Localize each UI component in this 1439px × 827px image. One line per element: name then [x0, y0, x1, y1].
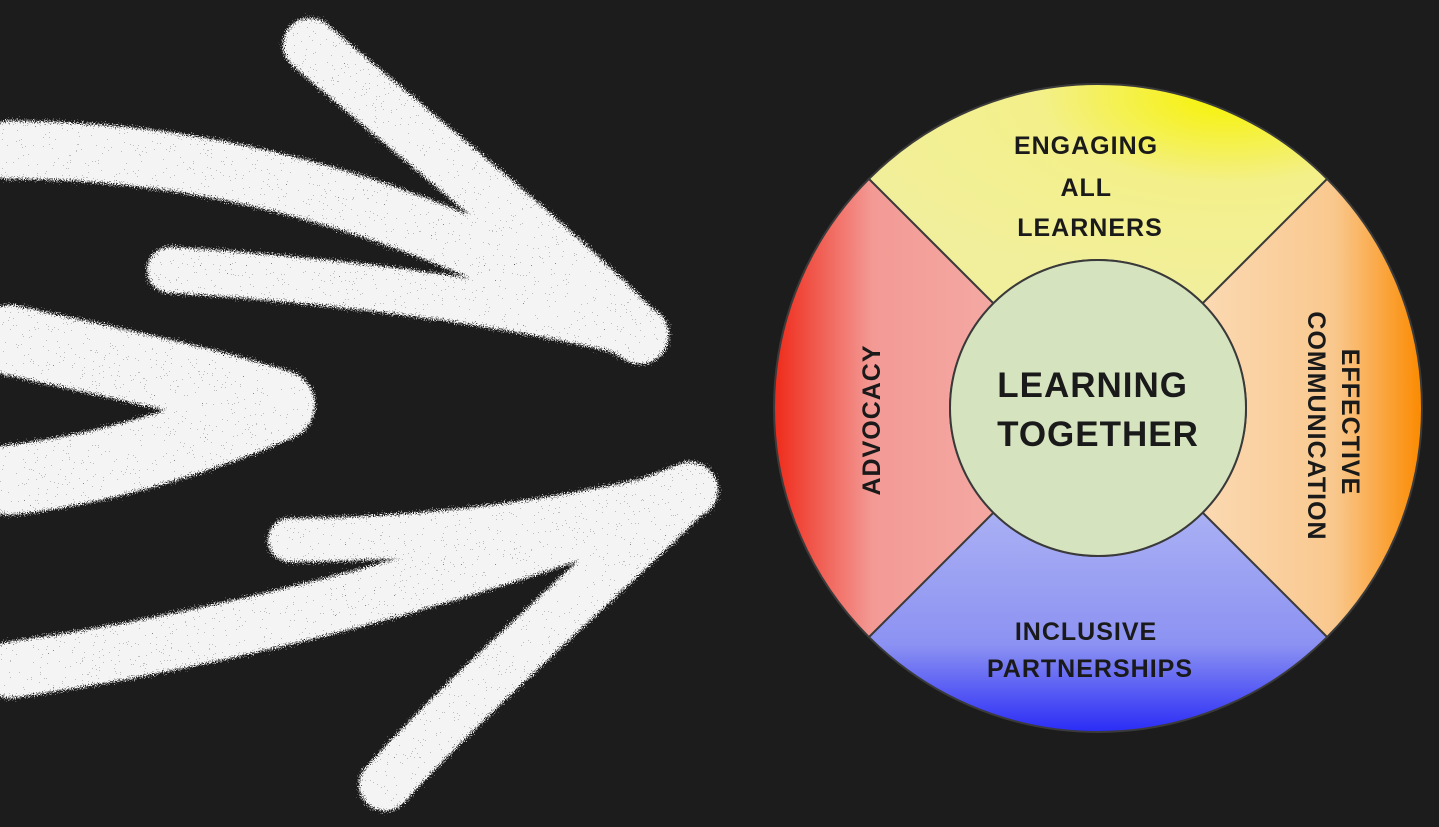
center-label-line-1: LEARNING [997, 366, 1188, 405]
label-top: ENGAGING ALL LEARNERS [1014, 132, 1166, 242]
label-left: ADVOCACY [858, 344, 886, 495]
chalk-arrows-illustration [0, 18, 718, 811]
label-top-line-3: LEARNERS [1017, 214, 1163, 242]
chalk-stroke-upper-head-top [283, 18, 667, 362]
learning-wheel: ENGAGING ALL LEARNERS INCLUSIVE PARTNERS… [772, 83, 1423, 733]
label-bottom: INCLUSIVE PARTNERSHIPS [987, 618, 1193, 683]
label-top-line-1: ENGAGING [1014, 132, 1158, 160]
label-right-line-2: COMMUNICATION [1302, 311, 1330, 540]
chalk-stroke-lower-head-inner [268, 468, 712, 562]
chalk-stroke-middle [0, 305, 315, 515]
label-left-line-1: ADVOCACY [858, 344, 886, 495]
chalk-stroke-upper-head-inner [147, 247, 663, 358]
label-bottom-line-1: INCLUSIVE [1015, 618, 1157, 646]
label-right: EFFECTIVE COMMUNICATION [1302, 311, 1364, 540]
label-bottom-line-2: PARTNERSHIPS [987, 655, 1193, 683]
label-top-line-2: ALL [1060, 174, 1111, 202]
center-label: LEARNING TOGETHER [997, 366, 1199, 454]
label-right-line-1: EFFECTIVE [1336, 349, 1364, 496]
center-label-line-2: TOGETHER [997, 415, 1199, 454]
center-hub [949, 259, 1247, 557]
chalk-stroke-upper-shaft [0, 121, 669, 364]
chalk-stroke-lower-head-bottom [359, 464, 716, 811]
